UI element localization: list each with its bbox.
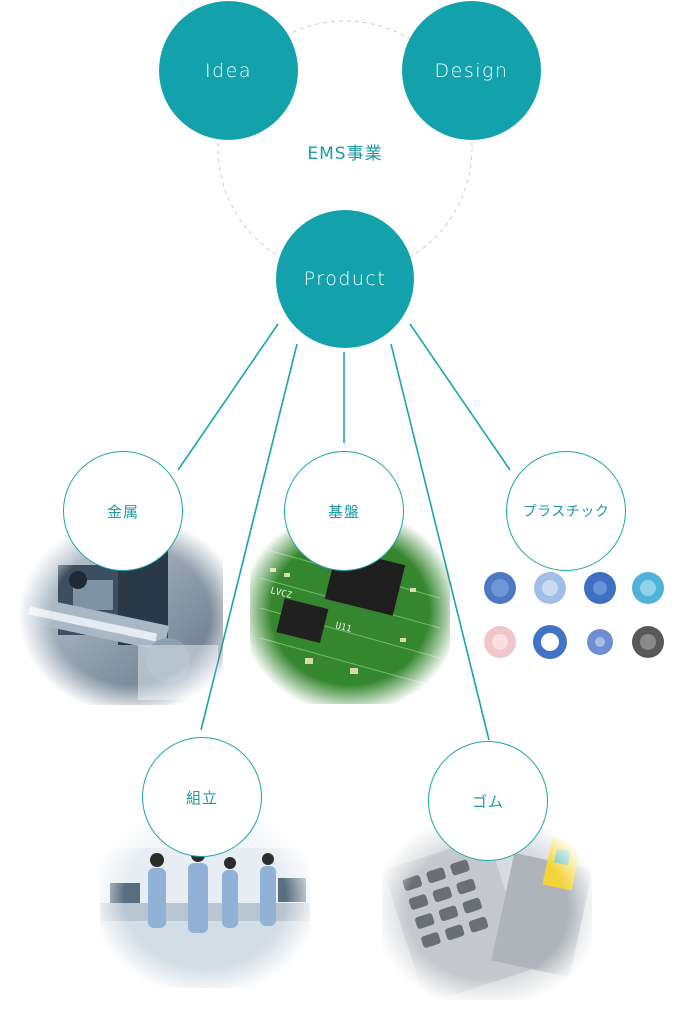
plastic-category-node[interactable]: プラスチック: [506, 451, 626, 571]
assembly-category-node[interactable]: 組立: [142, 737, 262, 857]
cycle-dashed-ring: [217, 20, 473, 276]
board-category-node[interactable]: 基盤: [284, 451, 404, 571]
metal-machining-photo: [18, 525, 223, 705]
product-node: Product: [276, 210, 414, 348]
ems-business-label: EMS事業: [307, 144, 383, 164]
design-node: Design: [402, 1, 541, 140]
plastic-parts-photo: [484, 572, 664, 659]
board-category-label: 基盤: [327, 502, 360, 521]
connector-plastic: [409, 323, 511, 471]
rubber-category-label: ゴム: [471, 792, 504, 811]
connector-metal: [177, 323, 279, 471]
rubber-category-node[interactable]: ゴム: [428, 741, 548, 861]
metal-category-node[interactable]: 金属: [63, 451, 183, 571]
idea-node: Idea: [159, 1, 298, 140]
assembly-category-label: 組立: [185, 788, 218, 807]
svg-text:U11: U11: [334, 621, 352, 635]
metal-category-label: 金属: [106, 502, 139, 521]
assembly-line-photo: [100, 808, 310, 988]
plastic-category-label: プラスチック: [522, 504, 610, 520]
